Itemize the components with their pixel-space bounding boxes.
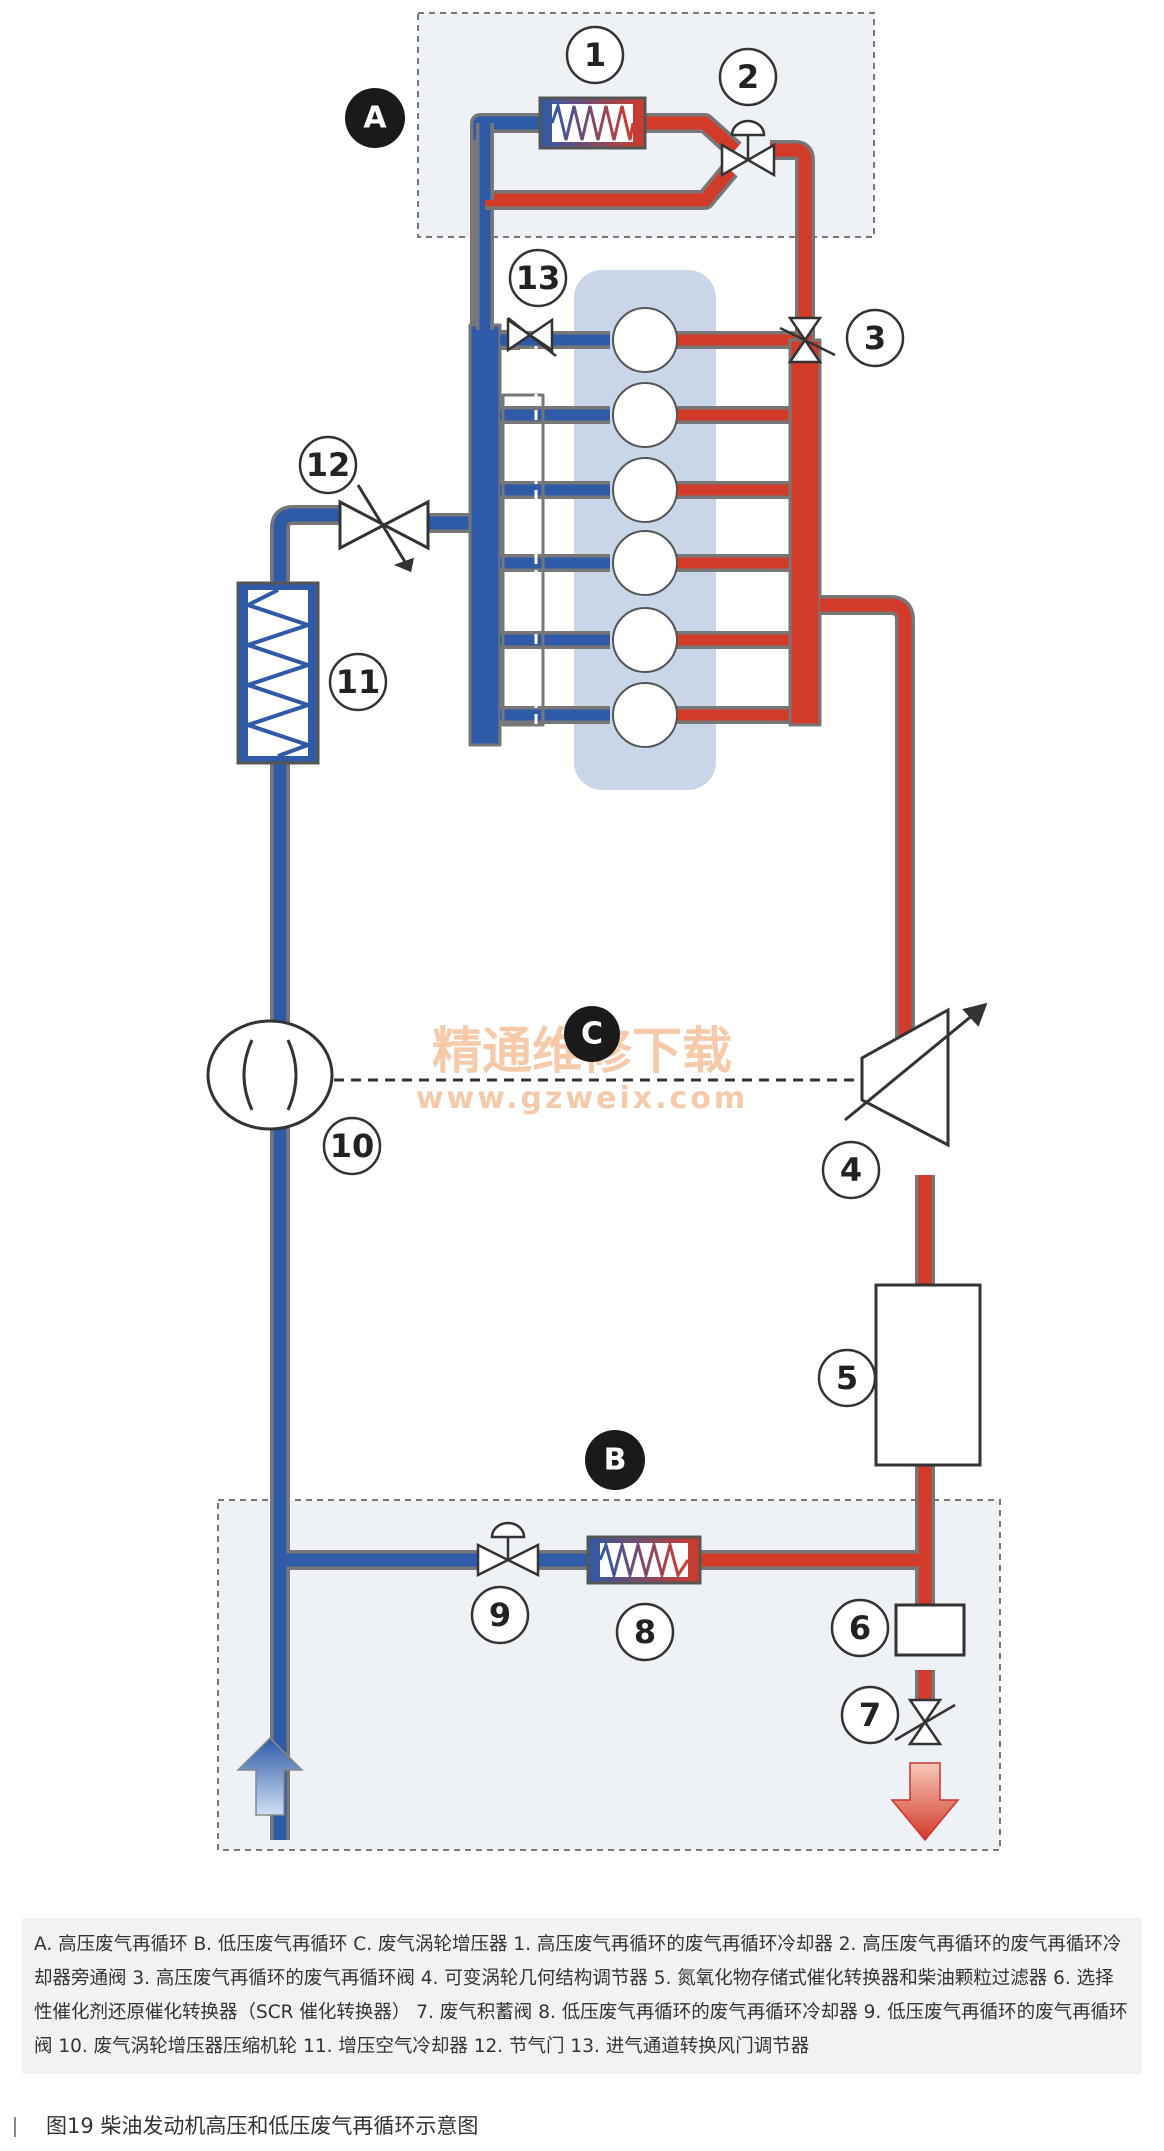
callout-6: 6 <box>830 1598 890 1658</box>
callout-5: 5 <box>817 1348 877 1408</box>
svg-text:6: 6 <box>849 1609 871 1647</box>
exhaust-outlet-arrow <box>890 1762 960 1842</box>
fresh-air-inlet-arrow <box>236 1736 304 1816</box>
hp-egr-cooler-bypass-valve <box>720 119 776 178</box>
callout-4: 4 <box>821 1140 881 1200</box>
svg-text:1: 1 <box>584 36 606 74</box>
badge-a: A <box>345 88 405 148</box>
nox-storage-catalyst-dpf <box>874 1283 982 1467</box>
lp-egr-valve <box>476 1521 540 1578</box>
variable-turbine-geometry-adjuster <box>844 1002 988 1148</box>
exhaust-pipes <box>476 113 935 1705</box>
callout-7: 7 <box>840 1685 900 1745</box>
svg-text:4: 4 <box>840 1151 862 1189</box>
svg-text:7: 7 <box>859 1696 881 1734</box>
hp-egr-valve <box>779 316 836 364</box>
svg-text:10: 10 <box>330 1127 375 1165</box>
callout-12: 12 <box>298 435 358 495</box>
egr-diagram: 精通维修下载 www.gzweix.com A B C 1 2 3 13 12 … <box>206 12 1001 1851</box>
callout-8: 8 <box>615 1602 675 1662</box>
lp-egr-cooler <box>586 1535 702 1585</box>
svg-text:3: 3 <box>864 319 886 357</box>
throttle-valve <box>338 484 430 573</box>
watermark-url: www.gzweix.com <box>416 1081 748 1116</box>
charge-air-cooler <box>236 581 320 765</box>
svg-text:13: 13 <box>516 259 561 297</box>
svg-text:2: 2 <box>737 58 759 96</box>
badge-b: B <box>585 1430 645 1490</box>
svg-text:9: 9 <box>489 1596 511 1634</box>
svg-text:5: 5 <box>836 1359 858 1397</box>
caption-bar <box>14 2117 16 2137</box>
intake-swirl-flap-adjuster <box>506 317 557 357</box>
scr-catalytic-converter <box>894 1603 966 1657</box>
callout-3: 3 <box>845 308 905 368</box>
svg-text:8: 8 <box>634 1613 656 1651</box>
turbo-compressor-wheel <box>206 1019 334 1131</box>
callout-13: 13 <box>508 248 568 308</box>
exhaust-back-pressure-valve <box>894 1698 956 1746</box>
svg-text:A: A <box>363 101 387 136</box>
callout-2: 2 <box>718 47 778 107</box>
figure-caption: 图19 柴油发动机高压和低压废气再循环示意图 <box>14 2110 478 2140</box>
callout-10: 10 <box>322 1116 382 1176</box>
engine-cylinders <box>612 307 678 748</box>
legend: A. 高压废气再循环 B. 低压废气再循环 C. 废气涡轮增压器 1. 高压废气… <box>22 1918 1142 2074</box>
svg-text:12: 12 <box>306 446 351 484</box>
hp-egr-cooler <box>538 96 647 150</box>
svg-text:C: C <box>581 1017 603 1052</box>
svg-text:11: 11 <box>336 663 381 701</box>
svg-text:B: B <box>604 1443 627 1478</box>
callout-9: 9 <box>470 1585 530 1645</box>
intake-pipes <box>270 113 610 1840</box>
badge-c: C <box>564 1006 620 1062</box>
caption-text: 图19 柴油发动机高压和低压废气再循环示意图 <box>46 2114 479 2138</box>
callout-11: 11 <box>328 652 388 712</box>
callout-1: 1 <box>565 25 625 85</box>
